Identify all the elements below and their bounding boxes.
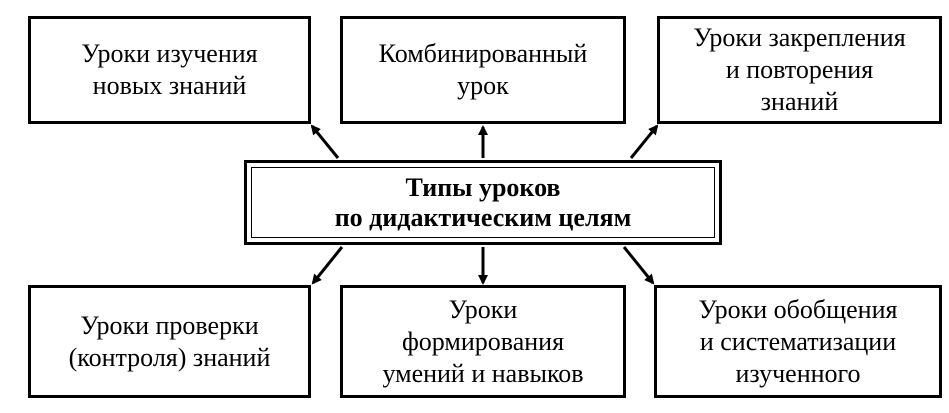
box-text-line: Уроки (448, 294, 518, 324)
box-text-line: Уроки проверки (80, 310, 259, 340)
box-skills-formation-lessons: Уроки формирования умений и навыков (340, 285, 626, 398)
box-text-line: знаний (760, 87, 839, 116)
box-text-line: Уроки обобщения (698, 294, 898, 324)
arrow-to-bottom-right (622, 246, 655, 285)
box-new-knowledge-lessons: Уроки изучения новых знаний (28, 16, 311, 124)
box-text-line: Уроки закрепления (693, 23, 906, 52)
box-knowledge-control-lessons: Уроки проверки (контроля) знаний (28, 285, 311, 398)
central-box-lesson-types: Типы уроков по дидактическим целям (244, 160, 722, 245)
box-text-line: новых знаний (92, 71, 247, 100)
central-title-line: по дидактическим целям (334, 202, 632, 232)
box-text-line: формирования (401, 326, 565, 356)
box-text-line: (контроля) знаний (68, 342, 271, 372)
box-generalization-lessons: Уроки обобщения и систематизации изученн… (654, 285, 942, 398)
box-text-line: умений и навыков (382, 358, 584, 388)
central-box-inner: Типы уроков по дидактическим целям (251, 167, 715, 238)
central-title-line: Типы уроков (405, 172, 561, 202)
arrow-to-top-left (310, 124, 340, 159)
box-text-line: урок (457, 71, 509, 100)
box-combined-lesson: Комбинированный урок (340, 16, 626, 124)
box-text-line: Уроки изучения (81, 39, 258, 68)
box-text-line: Комбинированный (378, 39, 588, 68)
arrow-to-top-right (629, 124, 659, 159)
box-text-line: и систематизации (699, 326, 897, 356)
box-consolidation-lessons: Уроки закрепления и повторения знаний (657, 16, 942, 124)
box-text-line: изученного (735, 358, 861, 388)
box-text-line: и повторения (725, 55, 874, 84)
arrow-to-bottom-left (311, 246, 344, 285)
